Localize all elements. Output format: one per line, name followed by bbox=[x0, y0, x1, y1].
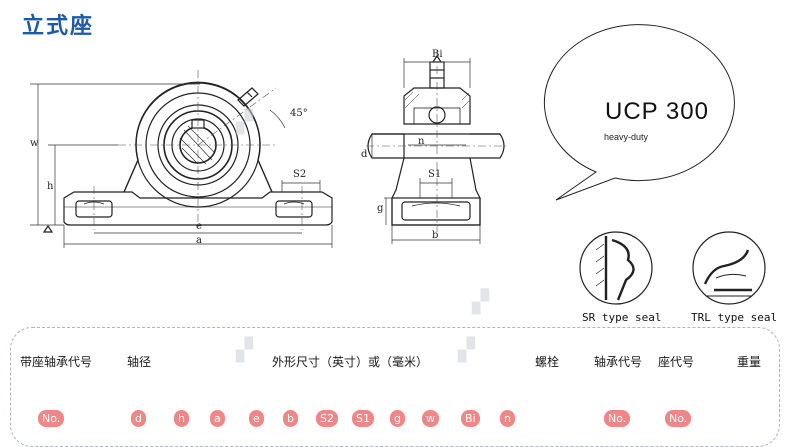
page-title: 立式座 bbox=[22, 14, 95, 39]
dim-label-g: g bbox=[377, 203, 384, 214]
table-cell: S2 bbox=[316, 410, 338, 427]
table-cell: S1 bbox=[352, 410, 374, 427]
dim-label-d: d bbox=[361, 149, 368, 160]
table-cell: a bbox=[210, 410, 225, 427]
header-assembly-no: 带座轴承代号 bbox=[20, 355, 93, 369]
header-weight: 重量 bbox=[737, 355, 762, 369]
table-cell: e bbox=[249, 410, 264, 427]
trl-seal-caption: TRL type seal bbox=[691, 311, 778, 324]
dim-label-s2: S2 bbox=[293, 169, 307, 180]
dim-label-h: h bbox=[47, 181, 54, 192]
dim-label-w: w bbox=[30, 138, 39, 149]
dim-label-n: n bbox=[418, 136, 425, 147]
sr-seal-caption: SR type seal bbox=[582, 311, 662, 324]
dim-label-a: a bbox=[196, 235, 202, 246]
watermark-mark: ▞ bbox=[472, 290, 489, 315]
table-cell: No. bbox=[604, 410, 631, 427]
table-cell: No. bbox=[665, 410, 692, 427]
dim-label-bi: Bi bbox=[432, 49, 443, 60]
table-cell: No. bbox=[38, 410, 65, 427]
dim-label-angle: 45° bbox=[290, 108, 308, 119]
header-housing-no: 座代号 bbox=[658, 355, 695, 369]
table-cell: Bi bbox=[461, 410, 480, 427]
dim-label-e: e bbox=[196, 221, 202, 232]
spec-table bbox=[10, 327, 780, 447]
table-cell: w bbox=[422, 410, 439, 427]
header-bolt: 螺栓 bbox=[535, 355, 560, 369]
watermark-mark: ▞ bbox=[236, 338, 253, 363]
table-cell: h bbox=[174, 410, 189, 427]
table-cell: b bbox=[283, 410, 298, 427]
header-shaft-dia: 轴径 bbox=[127, 355, 152, 369]
bubble-title: UCP 300 bbox=[605, 98, 709, 125]
header-dimensions: 外形尺寸（英寸）或（毫米） bbox=[272, 355, 429, 369]
dim-label-b: b bbox=[432, 230, 439, 241]
table-cell: n bbox=[500, 410, 515, 427]
dim-label-s1: S1 bbox=[428, 169, 442, 180]
watermark-mark: ▞ bbox=[458, 338, 475, 363]
table-cell: d bbox=[131, 410, 146, 427]
table-cell: g bbox=[390, 410, 405, 427]
watermark-mark: ▞ bbox=[236, 110, 253, 135]
bubble-subtitle: heavy-duty bbox=[604, 132, 649, 142]
header-bearing-no: 轴承代号 bbox=[594, 355, 643, 369]
technical-drawing bbox=[30, 24, 766, 305]
